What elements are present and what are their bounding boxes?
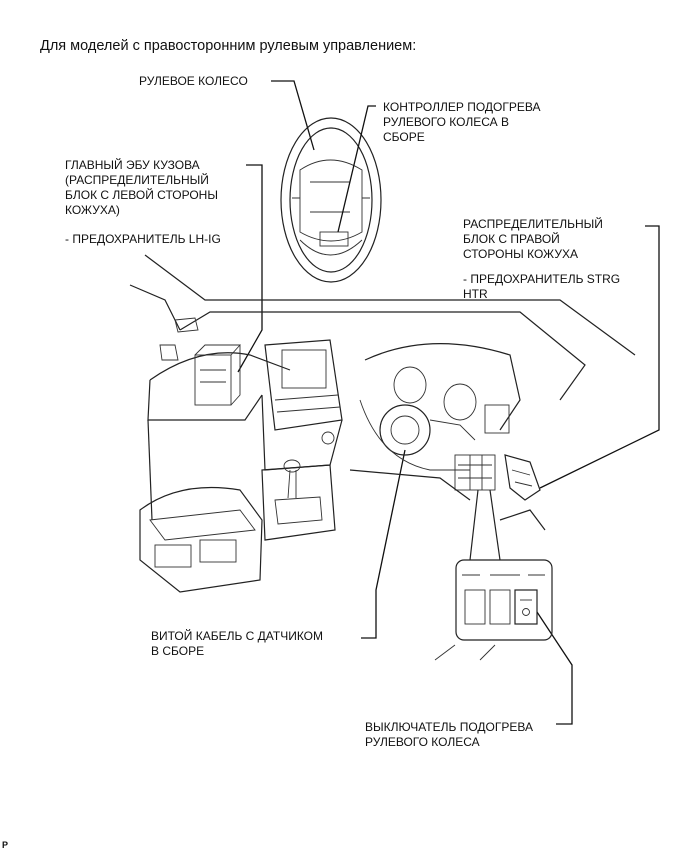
callout-right-junction-block [539,225,660,489]
heater-switch-icon [522,608,530,616]
label-steering-wheel: РУЛЕВОЕ КОЛЕСО [139,74,248,88]
switch-zoom-inset [455,489,553,641]
callout-steering-wheel [271,80,315,151]
label-heater-switch: ВЫКЛЮЧАТЕЛЬ ПОДОГРЕВА РУЛЕВОГО КОЛЕСА [365,720,533,749]
label-right-junction-block: РАСПРЕДЕЛИТЕЛЬНЫЙ БЛОК С ПРАВОЙ СТОРОНЫ … [463,217,603,261]
label-spiral-cable: ВИТОЙ КАБЕЛЬ С ДАТЧИКОМ В СБОРЕ [151,629,324,658]
callout-main-body-ecu [237,164,263,373]
label-fuse-lh-ig: - ПРЕДОХРАНИТЕЛЬ LH-IG [65,232,221,246]
callout-heater-controller [337,105,376,233]
page-title: Для моделей с правосторонним рулевым упр… [40,38,417,54]
steering-wheel-drawing [280,117,382,283]
label-heater-controller: КОНТРОЛЛЕР ПОДОГРЕВА РУЛЕВОГО КОЛЕСА В С… [383,100,541,144]
callout-spiral-cable [361,449,406,639]
label-fuse-strg-htr: - ПРЕДОХРАНИТЕЛЬ STRG HTR [463,272,621,301]
dashboard-drawing [129,254,636,661]
label-main-body-ecu: ГЛАВНЫЙ ЭБУ КУЗОВА (РАСПРЕДЕЛИТЕЛЬНЫЙ БЛ… [65,158,218,217]
callout-lines [237,80,660,725]
callout-heater-switch [536,611,573,725]
figure-code: P [2,840,9,850]
